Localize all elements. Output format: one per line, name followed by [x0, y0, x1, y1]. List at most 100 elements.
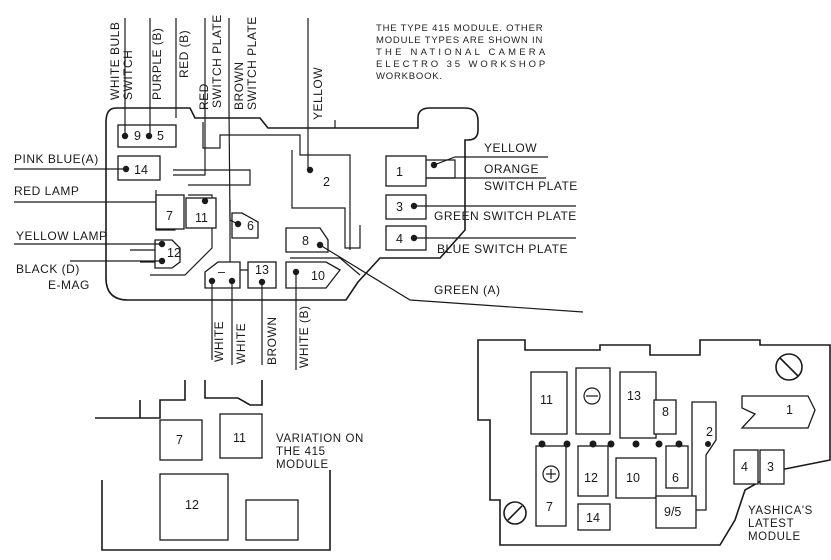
- var-pad-11: [219, 413, 263, 459]
- pad-label: 13: [627, 389, 641, 403]
- pad-label: 8: [662, 405, 669, 419]
- module-415: 9 5 14 7 11 6 2 8 12 – 13 10 1: [105, 107, 479, 301]
- pad-label: 3: [767, 460, 774, 474]
- var-pad-blank: [245, 499, 299, 541]
- wire-label: BLUE SWITCH PLATE: [437, 242, 568, 256]
- pad-label: 8: [302, 234, 309, 248]
- pad-3: [385, 194, 427, 220]
- variation-module: 7 11 12 VARIATION ON THE 415 MODULE: [95, 380, 364, 551]
- pad-14: [117, 155, 161, 181]
- wire-label: SWITCH PLATE: [245, 16, 259, 110]
- note-line: WORKBOOK.: [376, 71, 443, 82]
- y-pad-10: [615, 457, 657, 499]
- wire-label: ORANGE: [484, 162, 539, 176]
- pad-label: 9/5: [664, 505, 681, 519]
- pad-10: [285, 261, 341, 289]
- y-pad-2: [691, 401, 717, 511]
- pad-label: 7: [546, 500, 553, 514]
- pad-label: 1: [786, 403, 793, 417]
- top-wires: WHITE BULB SWITCH PURPLE (B) RED (B) RED…: [108, 14, 325, 225]
- screw-icon: [503, 501, 527, 525]
- pad-11: [185, 197, 217, 229]
- right-wires: YELLOW ORANGE SWITCH PLATE GREEN SWITCH …: [319, 141, 584, 313]
- pad-label: 7: [166, 209, 173, 223]
- pad-label: 12: [185, 498, 199, 512]
- wire-label: RED LAMP: [14, 184, 79, 198]
- variation-outline: [95, 380, 331, 551]
- var-pad-12: [159, 473, 229, 541]
- module-415-outline: [105, 107, 479, 301]
- y-pad-3: [759, 449, 785, 485]
- note-line: MODULE TYPES ARE SHOWN IN: [376, 35, 543, 46]
- y-pad-9-5: [655, 495, 697, 529]
- note-line: ELECTRO 35 WORKSHOP: [376, 59, 546, 70]
- pad-label: 14: [586, 511, 600, 525]
- pad-label: 6: [247, 219, 254, 233]
- y-pad-4: [733, 449, 759, 485]
- y-pad-1: [740, 395, 816, 429]
- wire-label: WHITE: [234, 323, 248, 364]
- y-pad-11: [530, 371, 568, 435]
- wire-label: SWITCH: [121, 50, 135, 100]
- left-wires: PINK BLUE(A) RED LAMP YELLOW LAMP BLACK …: [14, 152, 162, 292]
- pad-label: 11: [195, 211, 208, 225]
- trace: [150, 194, 213, 276]
- wire-label: RED (B): [177, 30, 191, 78]
- wire-label: GREEN (A): [434, 283, 501, 297]
- pad-1: [385, 155, 427, 187]
- y-pad-7: [535, 445, 567, 527]
- y-pad-13: [619, 371, 657, 439]
- pad-label: 14: [134, 163, 148, 177]
- trace: [202, 122, 351, 250]
- wire-label: WHITE (B): [297, 306, 311, 369]
- wire-label: RED: [197, 83, 211, 110]
- bottom-wires: WHITE WHITE BROWN WHITE (B): [211, 272, 311, 370]
- pad-label: 5: [157, 129, 164, 143]
- caption-line: VARIATION ON: [276, 433, 364, 445]
- trace: [290, 257, 361, 276]
- y-pad-14: [577, 503, 611, 531]
- trace: [291, 150, 361, 249]
- pad-label: 9: [134, 129, 141, 143]
- pad-label: 11: [540, 393, 553, 407]
- pad-label: –: [218, 265, 225, 279]
- pad-label: 13: [255, 263, 269, 277]
- wire-label: PURPLE (B): [150, 28, 164, 100]
- wire-label: E-MAG: [48, 278, 90, 292]
- wire-label: SWITCH PLATE: [484, 179, 578, 193]
- screw-icon: [775, 353, 803, 381]
- pad-label: 2: [706, 425, 713, 439]
- wire-label: BROWN: [232, 62, 246, 111]
- caption-line: MODULE: [276, 459, 329, 471]
- pad-label: 11: [233, 431, 246, 445]
- caption-line: YASHICA'S: [748, 505, 813, 517]
- pad-6: [231, 212, 259, 239]
- pad-label: 12: [167, 246, 181, 260]
- y-pad-minus: [575, 367, 611, 435]
- pad-label: 10: [626, 471, 640, 485]
- var-pad-7: [159, 419, 203, 461]
- wire-label: YELLOW: [484, 141, 537, 155]
- note-line: THE TYPE 415 MODULE. OTHER: [376, 23, 543, 34]
- caption-line: MODULE: [748, 531, 801, 543]
- pad-label: 3: [396, 200, 403, 214]
- wire-label: YELLOW: [311, 67, 325, 120]
- pad-7: [155, 194, 185, 230]
- pad-label: 4: [741, 460, 748, 474]
- caption-line: LATEST: [748, 518, 794, 530]
- pad-label: 4: [396, 232, 403, 246]
- trace: [173, 169, 251, 186]
- y-pad-8: [653, 399, 677, 435]
- pad-label: 2: [323, 175, 330, 189]
- pad-label: 1: [396, 165, 403, 179]
- pad-label: 6: [672, 471, 679, 485]
- wire-label: WHITE: [212, 321, 226, 362]
- wire-label: YELLOW LAMP: [16, 229, 108, 243]
- wire-label: SWITCH PLATE: [210, 14, 224, 108]
- wire-label: BROWN: [265, 317, 279, 366]
- caption-line: THE 415: [276, 446, 326, 458]
- module-note: THE TYPE 415 MODULE. OTHER MODULE TYPES …: [376, 23, 546, 82]
- wire-label: WHITE BULB: [108, 22, 122, 100]
